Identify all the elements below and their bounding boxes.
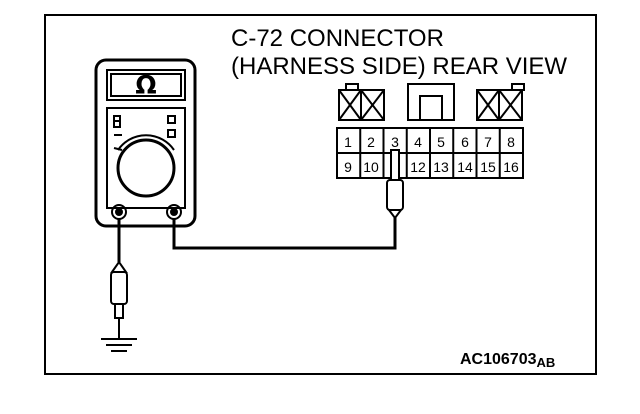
- pin-2: 2: [367, 134, 375, 150]
- pin-14: 14: [457, 159, 473, 175]
- connector-title-line1: C-72 CONNECTOR: [231, 25, 444, 52]
- pin-5: 5: [437, 134, 445, 150]
- pin-6: 6: [461, 134, 469, 150]
- test-probe-icon: [386, 149, 404, 220]
- pin-10: 10: [363, 159, 379, 175]
- ohm-symbol: Ω: [135, 70, 156, 99]
- connector-top-row: 1 2 3 4 5 6 7 8: [344, 134, 515, 150]
- pin-9: 9: [344, 159, 352, 175]
- ground-symbol-icon: [101, 338, 137, 352]
- pin-15: 15: [480, 159, 496, 175]
- pin-12: 12: [410, 159, 426, 175]
- connector-bottom-row: 9 10 12 13 14 15 16: [344, 159, 519, 175]
- pin-13: 13: [433, 159, 449, 175]
- ground-probe: [110, 260, 128, 338]
- pin-3: 3: [391, 134, 399, 150]
- pin-16: 16: [503, 159, 519, 175]
- test-leads: [117, 216, 397, 262]
- pin-4: 4: [414, 134, 422, 150]
- connector-title-line2: (HARNESS SIDE) REAR VIEW: [231, 53, 567, 80]
- pin-1: 1: [344, 134, 352, 150]
- connector-pin-dividers: [359, 128, 501, 178]
- pin-8: 8: [507, 134, 515, 150]
- pin-7: 7: [484, 134, 492, 150]
- figure-code: AC106703AB: [460, 351, 555, 370]
